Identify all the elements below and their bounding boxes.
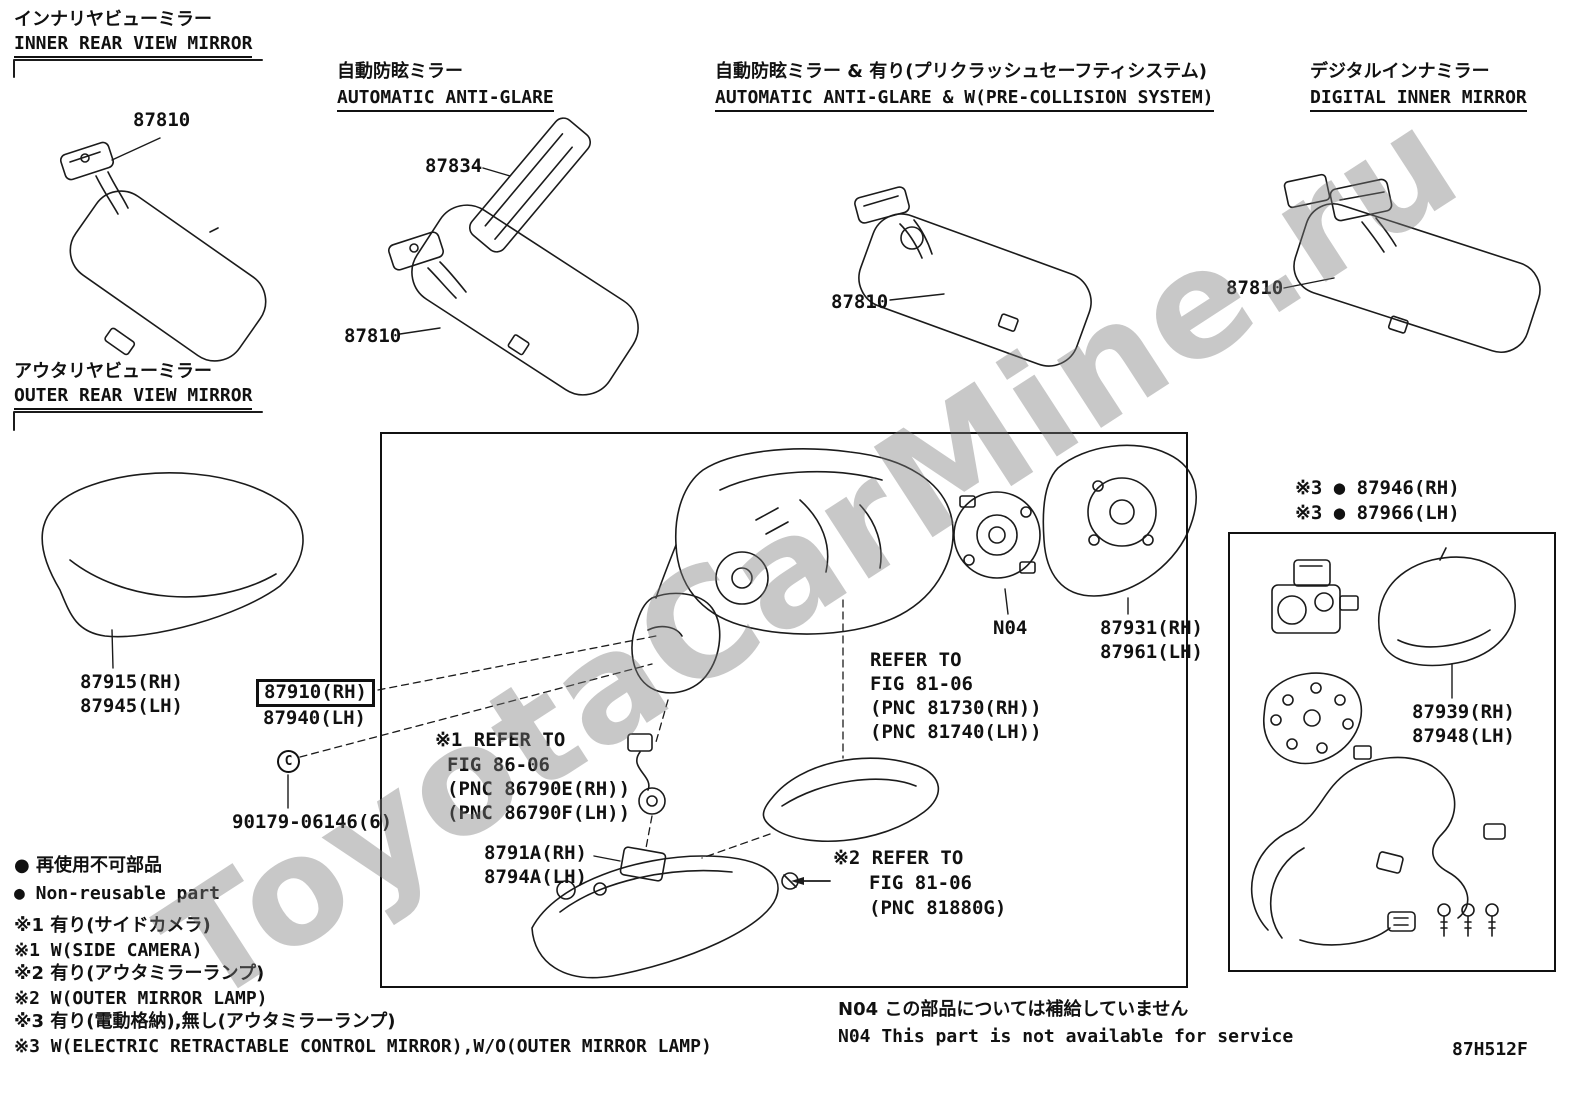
part-label-87810-manual: 87810 xyxy=(133,109,191,131)
part-label-87931-rh: 87931(RH) xyxy=(1100,617,1203,639)
inner-section-title-en: INNER REAR VIEW MIRROR xyxy=(14,33,253,58)
mirror-glass-drawing xyxy=(1042,444,1197,597)
pre-collision-mirror-drawing xyxy=(854,186,1092,367)
turn-lamp-lens-drawing xyxy=(762,757,940,843)
dashed-lines xyxy=(299,599,844,859)
outer-section-title-jp: アウタリヤビューミラー xyxy=(14,361,212,382)
footer-n04-note-jp: N04 この部品については補給していません xyxy=(838,999,1189,1020)
variant-anti-glare-en: AUTOMATIC ANTI-GLARE xyxy=(337,87,554,112)
gasket-pad-drawing xyxy=(1263,672,1363,765)
part-label-90179-06146: 90179-06146(6) xyxy=(232,811,393,833)
clip-symbol-c: C xyxy=(277,750,300,773)
part-label-87810-anti-glare: 87810 xyxy=(344,325,402,347)
part-label-n04: N04 xyxy=(993,617,1028,639)
legend-note2-jp: ※2 有り(アウタミラーランプ) xyxy=(14,963,265,984)
part-label-87946-rh: ※3 ● 87946(RH) xyxy=(1295,477,1460,499)
part-label-87966-lh: ※3 ● 87966(LH) xyxy=(1295,502,1460,524)
variant-digital-jp: デジタルインナミラー xyxy=(1310,61,1490,82)
ref-note-camera-line4: (PNC 86790F(LH)) xyxy=(447,802,631,824)
mirror-holder-cover-drawing xyxy=(1377,547,1516,667)
legend-nonreusable-jp: ● 再使用不可部品 xyxy=(14,855,162,876)
outer-cover-drawing xyxy=(41,472,304,638)
retract-kit-frame xyxy=(1228,532,1556,972)
footer-n04-note-en: N04 This part is not available for servi… xyxy=(838,1026,1294,1047)
legend-note2-en: ※2 W(OUTER MIRROR LAMP) xyxy=(14,988,268,1009)
part-label-87945-lh: 87945(LH) xyxy=(80,695,183,717)
main-assembly-frame xyxy=(380,432,1188,988)
legend-note1-jp: ※1 有り(サイドカメラ) xyxy=(14,915,211,936)
retract-actuator-drawing xyxy=(1271,559,1359,634)
ref-note-lamp-line1: REFER TO xyxy=(870,649,962,671)
actuator-drawing xyxy=(953,491,1041,579)
outer-section-title-en: OUTER REAR VIEW MIRROR xyxy=(14,385,253,410)
figure-code: 87H512F xyxy=(1452,1039,1528,1060)
ref-note-camera-line1: ※1 REFER TO xyxy=(435,729,566,751)
ref-note-bulb-line1: ※2 REFER TO xyxy=(833,847,964,869)
part-label-87948-lh: 87948(LH) xyxy=(1412,725,1515,747)
legend-note3-jp: ※3 有り(電動格納),無し(アウタミラーランプ) xyxy=(14,1011,396,1032)
leader-lines xyxy=(111,137,1453,862)
part-label-87810-pre-collision: 87810 xyxy=(831,291,889,313)
part-label-8791a-rh: 8791A(RH) xyxy=(484,842,587,864)
variant-pre-collision-en: AUTOMATIC ANTI-GLARE & W(PRE-COLLISION S… xyxy=(715,87,1214,112)
part-label-87834: 87834 xyxy=(425,155,483,177)
ref-note-lamp-line2: FIG 81-06 xyxy=(870,673,973,695)
legend-nonreusable-en: ● Non-reusable part xyxy=(14,883,220,904)
side-camera-drawing xyxy=(627,733,666,815)
ref-note-bulb-line3: (PNC 81880G) xyxy=(869,897,1007,919)
legend-note3-en: ※3 W(ELECTRIC RETRACTABLE CONTROL MIRROR… xyxy=(14,1036,712,1057)
lower-cover-drawing xyxy=(531,846,779,979)
anti-glare-mirror-drawing xyxy=(388,117,639,396)
variant-digital-en: DIGITAL INNER MIRROR xyxy=(1310,87,1527,112)
part-label-87910-rh-boxed: 87910(RH) xyxy=(256,679,375,707)
outer-mirror-assembly-drawing xyxy=(631,448,954,694)
manual-inner-mirror-drawing xyxy=(59,141,267,362)
inner-section-title-jp: インナリヤビューミラー xyxy=(14,9,212,30)
ref-note-bulb-line2: FIG 81-06 xyxy=(869,872,972,894)
digital-inner-mirror-drawing xyxy=(1283,173,1541,353)
variant-anti-glare-jp: 自動防眩ミラー xyxy=(337,61,463,82)
section-divider-inner xyxy=(13,59,263,78)
ref-note-lamp-line3: (PNC 81730(RH)) xyxy=(870,697,1042,719)
note2-arrow xyxy=(791,877,831,885)
part-label-87810-digital: 87810 xyxy=(1226,277,1284,299)
part-label-87940-lh: 87940(LH) xyxy=(263,707,366,729)
part-label-87939-rh: 87939(RH) xyxy=(1412,701,1515,723)
part-label-87961-lh: 87961(LH) xyxy=(1100,641,1203,663)
legend-note1-en: ※1 W(SIDE CAMERA) xyxy=(14,940,203,961)
wiring-harness-drawing xyxy=(1250,745,1506,946)
ref-note-lamp-line4: (PNC 81740(LH)) xyxy=(870,721,1042,743)
part-label-8794a-lh: 8794A(LH) xyxy=(484,866,587,888)
fastener-drawings xyxy=(1387,903,1499,937)
variant-pre-collision-jp: 自動防眩ミラー & 有り(プリクラッシュセーフティシステム) xyxy=(715,61,1207,82)
ref-note-camera-line2: FIG 86-06 xyxy=(447,754,550,776)
part-label-87915-rh: 87915(RH) xyxy=(80,671,183,693)
section-divider-outer xyxy=(13,411,263,431)
ref-note-camera-line3: (PNC 86790E(RH)) xyxy=(447,778,631,800)
